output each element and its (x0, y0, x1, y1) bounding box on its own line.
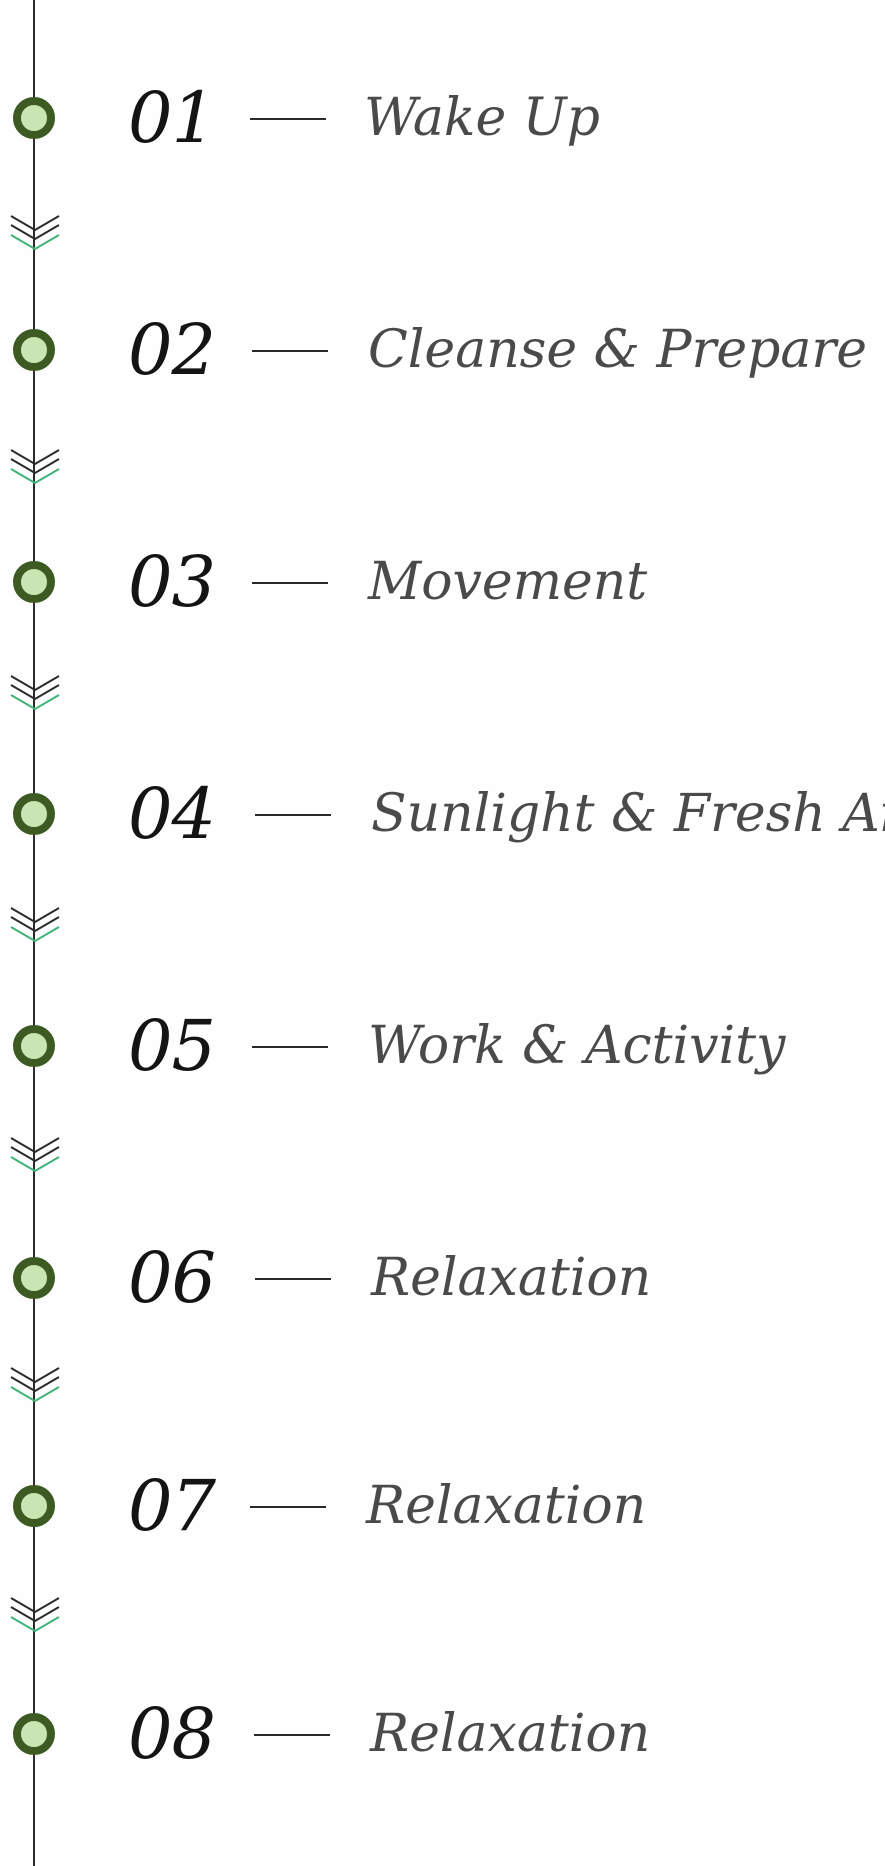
step-label: Relaxation (370, 1704, 651, 1764)
step-marker-icon (13, 1025, 55, 1067)
step-dash (250, 1506, 326, 1508)
step-marker-icon (13, 329, 55, 371)
step-number: 04 (128, 773, 216, 855)
step-dash (255, 814, 331, 816)
timeline-step-01: 01 Wake Up (0, 68, 885, 168)
timeline-step-03: 03 Movement (0, 532, 885, 632)
step-label: Movement (368, 552, 648, 612)
timeline-step-02: 02 Cleanse & Prepare (0, 300, 885, 400)
step-dash (250, 118, 326, 120)
chevron-down-icon (8, 904, 62, 958)
timeline-step-05: 05 Work & Activity (0, 996, 885, 1096)
step-number: 02 (128, 309, 216, 391)
timeline-step-08: 08 Relaxation (0, 1684, 885, 1784)
step-number: 06 (128, 1237, 216, 1319)
step-dash (255, 1278, 331, 1280)
step-label: Relaxation (371, 1248, 652, 1308)
step-marker-icon (13, 97, 55, 139)
chevron-down-icon (8, 1594, 62, 1648)
step-label: Cleanse & Prepare (368, 320, 868, 380)
chevron-down-icon (8, 672, 62, 726)
step-label: Sunlight & Fresh Air (371, 784, 885, 844)
step-marker-icon (13, 1257, 55, 1299)
chevron-down-icon (8, 1134, 62, 1188)
step-dash (254, 1734, 330, 1736)
step-label: Wake Up (364, 88, 600, 148)
chevron-down-icon (8, 446, 62, 500)
step-marker-icon (13, 561, 55, 603)
timeline-step-07: 07 Relaxation (0, 1456, 885, 1556)
step-number: 08 (128, 1693, 216, 1775)
step-number: 05 (128, 1005, 216, 1087)
step-label: Relaxation (366, 1476, 647, 1536)
timeline-step-06: 06 Relaxation (0, 1228, 885, 1328)
chevron-down-icon (8, 1364, 62, 1418)
step-number: 03 (128, 541, 216, 623)
step-dash (252, 582, 328, 584)
step-marker-icon (13, 1713, 55, 1755)
step-marker-icon (13, 793, 55, 835)
timeline-line (33, 0, 35, 1866)
step-number: 07 (128, 1465, 216, 1547)
timeline-step-04: 04 Sunlight & Fresh Air (0, 764, 885, 864)
step-number: 01 (128, 77, 216, 159)
chevron-down-icon (8, 212, 62, 266)
step-label: Work & Activity (368, 1016, 786, 1076)
step-dash (252, 1046, 328, 1048)
step-marker-icon (13, 1485, 55, 1527)
step-dash (252, 350, 328, 352)
